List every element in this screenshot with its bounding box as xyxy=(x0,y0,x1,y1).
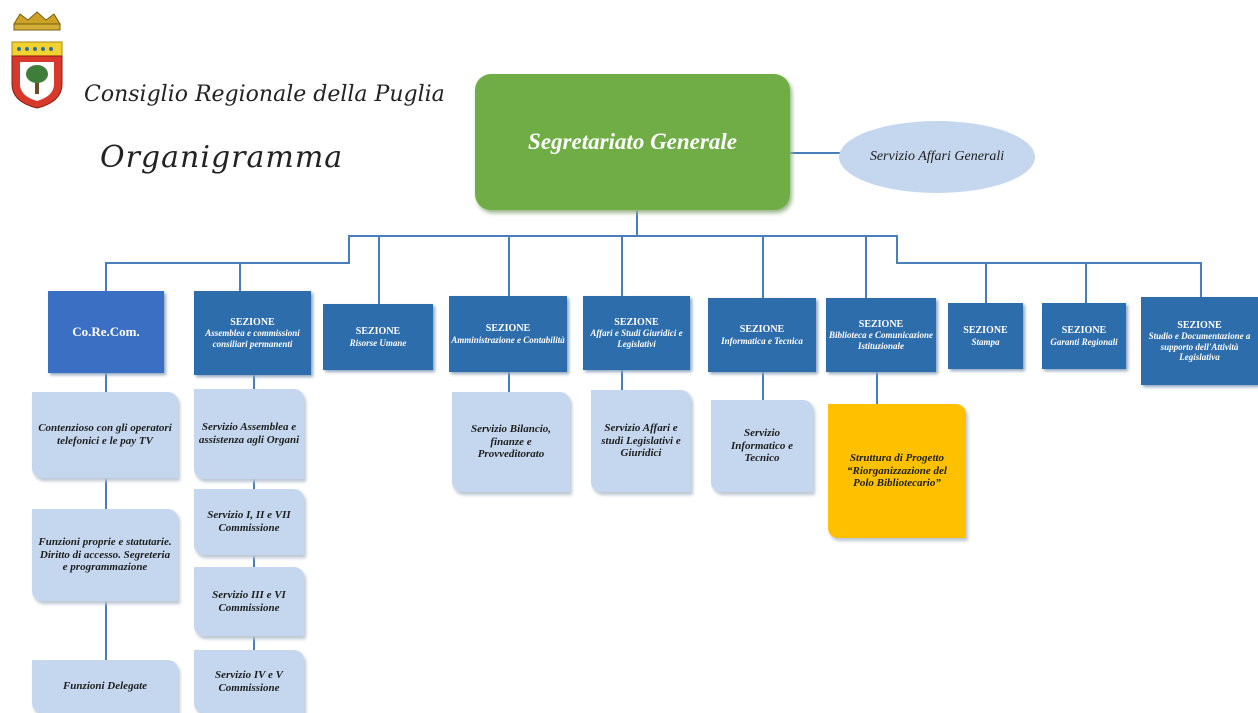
section-heading: SEZIONE xyxy=(230,316,275,328)
service-informatico-box: Servizio Informatico e Tecnico xyxy=(711,400,813,492)
connector xyxy=(508,235,510,297)
section-stampa-box: SEZIONE Stampa xyxy=(948,303,1023,369)
connector xyxy=(621,370,623,390)
service-funzioni-proprie-box: Funzioni proprie e statutarie. Diritto d… xyxy=(32,509,178,601)
section-informatica-label: Informatica e Tecnica xyxy=(721,335,803,346)
section-garanti-label: Garanti Regionali xyxy=(1050,336,1118,347)
section-affari-studi-label: Affari e Studi Giuridici e Legislativi xyxy=(590,328,683,349)
connector xyxy=(790,152,840,154)
section-biblioteca-box: SEZIONE Biblioteca e Comunicazione Istit… xyxy=(826,298,936,372)
connector xyxy=(636,210,638,236)
section-affari-studi-box: SEZIONE Affari e Studi Giuridici e Legis… xyxy=(583,296,690,370)
section-informatica-box: SEZIONE Informatica e Tecnica xyxy=(708,298,816,372)
connector xyxy=(896,235,898,263)
connector xyxy=(348,235,350,263)
section-amministrazione-label: Amministrazione e Contabilità xyxy=(451,334,565,345)
section-heading: SEZIONE xyxy=(614,316,659,328)
connector xyxy=(105,372,107,392)
service-progetto-label: Struttura di Progetto “Riorganizzazione … xyxy=(847,452,947,490)
doc-title: Organigramma xyxy=(100,140,344,175)
section-assemblea-box: SEZIONE Assemblea e commissioni consilia… xyxy=(194,291,311,375)
section-studio-box: SEZIONE Studio e Documentazione a suppor… xyxy=(1141,297,1258,385)
service-commissione-3-label: Servizio IV e V Commissione xyxy=(215,668,283,694)
connector xyxy=(105,601,107,661)
corecom-label: Co.Re.Com. xyxy=(72,323,140,339)
service-funzioni-delegate-box: Funzioni Delegate xyxy=(32,660,178,713)
service-commissione-1-label: Servizio I, II e VII Commissione xyxy=(207,509,291,534)
affari-generali-ellipse: Servizio Affari Generali xyxy=(839,121,1035,193)
region-crest-icon xyxy=(6,10,68,110)
service-assemblea-organi-label: Servizio Assemblea e assistenza agli Org… xyxy=(198,421,300,446)
section-garanti-box: SEZIONE Garanti Regionali xyxy=(1042,303,1126,369)
connector xyxy=(896,262,1201,264)
service-contenzioso-label: Contenzioso con gli operatori telefonici… xyxy=(38,422,172,447)
section-heading: SEZIONE xyxy=(739,324,785,336)
connector xyxy=(865,235,867,299)
connector xyxy=(239,262,241,292)
connector xyxy=(762,235,764,299)
section-stampa-label: Stampa xyxy=(971,336,1000,347)
connector xyxy=(985,262,987,304)
service-commissione-3-box: Servizio IV e V Commissione xyxy=(194,650,304,713)
section-heading: SEZIONE xyxy=(858,318,904,330)
section-assemblea-label: Assemblea e commissioni consiliari perma… xyxy=(205,328,300,349)
section-amministrazione-box: SEZIONE Amministrazione e Contabilità xyxy=(449,296,567,372)
connector xyxy=(378,235,380,305)
service-contenzioso-box: Contenzioso con gli operatori telefonici… xyxy=(32,392,178,478)
connector xyxy=(253,479,255,489)
connector xyxy=(105,477,107,509)
connector xyxy=(508,372,510,392)
section-risorse-box: SEZIONE Risorse Umane xyxy=(323,304,433,370)
service-bilancio-label: Servizio Bilancio, finanze e Provveditor… xyxy=(470,423,552,461)
section-biblioteca-label: Biblioteca e Comunicazione Istituzionale xyxy=(828,330,933,351)
section-studio-label: Studio e Documentazione a supporto dell'… xyxy=(1148,331,1251,362)
service-informatico-label: Servizio Informatico e Tecnico xyxy=(730,427,794,465)
connector xyxy=(105,262,350,264)
connector xyxy=(105,262,107,292)
connector xyxy=(762,372,764,400)
service-commissione-2-box: Servizio III e VI Commissione xyxy=(194,567,304,636)
connector xyxy=(876,372,878,404)
segretariato-generale-box: Segretariato Generale xyxy=(475,74,790,210)
connector xyxy=(1085,262,1087,304)
service-bilancio-box: Servizio Bilancio, finanze e Provveditor… xyxy=(452,392,570,492)
section-heading: SEZIONE xyxy=(963,325,1008,337)
affari-generali-label: Servizio Affari Generali xyxy=(869,148,1005,164)
section-heading: SEZIONE xyxy=(1061,325,1107,337)
connector xyxy=(253,375,255,389)
connector xyxy=(621,235,623,297)
service-commissione-1-box: Servizio I, II e VII Commissione xyxy=(194,489,304,555)
connector xyxy=(253,636,255,650)
connector xyxy=(253,555,255,567)
section-heading: SEZIONE xyxy=(355,326,401,338)
service-progetto-box: Struttura di Progetto “Riorganizzazione … xyxy=(828,404,966,538)
service-affari-studi-box: Servizio Affari e studi Legislativi e Gi… xyxy=(591,390,691,492)
service-funzioni-delegate-label: Funzioni Delegate xyxy=(62,680,148,693)
service-funzioni-proprie-label: Funzioni proprie e statutarie. Diritto d… xyxy=(38,536,172,574)
service-assemblea-organi-box: Servizio Assemblea e assistenza agli Org… xyxy=(194,389,304,479)
corecom-box: Co.Re.Com. xyxy=(48,291,164,373)
service-affari-studi-label: Servizio Affari e studi Legislativi e Gi… xyxy=(601,422,681,460)
section-risorse-label: Risorse Umane xyxy=(349,337,407,348)
service-commissione-2-label: Servizio III e VI Commissione xyxy=(212,588,286,614)
section-heading: SEZIONE xyxy=(485,323,531,335)
section-heading: SEZIONE xyxy=(1177,319,1222,331)
connector xyxy=(1200,262,1202,298)
segretariato-generale-label: Segretariato Generale xyxy=(528,128,737,154)
org-name: Consiglio Regionale della Puglia xyxy=(84,82,445,107)
